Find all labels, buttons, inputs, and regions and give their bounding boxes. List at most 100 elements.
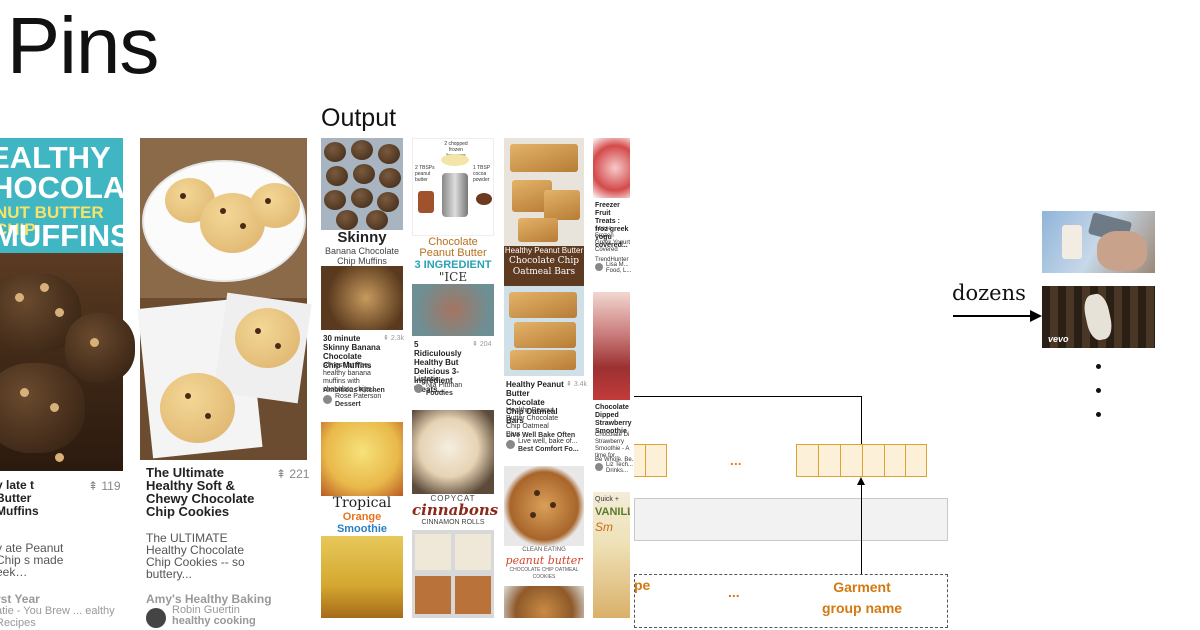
pin-image-cinnabon[interactable] (412, 410, 494, 494)
embedding-cell (862, 444, 885, 477)
user-board: healthy cooking (172, 615, 256, 627)
embedding-cell (818, 444, 841, 477)
pin-image-oatmeal-bars[interactable] (504, 138, 584, 246)
avatar[interactable] (595, 463, 603, 471)
avatar[interactable] (595, 263, 603, 271)
more-dot (1096, 412, 1101, 417)
pin-image-text: peanut butter (505, 554, 583, 567)
pin-image-text-block: Healthy Peanut Butter Chocolate Chip Oat… (504, 246, 584, 286)
embedding-cell (905, 444, 927, 477)
vevo-logo: vevo (1048, 334, 1069, 344)
pin-image-text: Chocolate Chip (509, 256, 579, 266)
avatar[interactable] (506, 440, 515, 449)
pin-title[interactable]: 5 Ridiculously Healthy But Delicious 3-I… (414, 340, 462, 394)
pin-image-oatmeal-bars-stack[interactable] (504, 286, 584, 376)
ellipsis: ... (730, 452, 742, 468)
feature-label: pe (634, 577, 651, 593)
pin-image-text: CINNAMON ROLLS (421, 519, 485, 526)
pin-image-text: Oatmeal Bars (512, 267, 576, 277)
pin-title[interactable]: Chocolate Dipped Strawberry Smoothie (595, 404, 632, 435)
pin-source[interactable]: rst Year (0, 592, 40, 606)
avatar[interactable] (146, 608, 166, 628)
pin-image-text: EALTHY (0, 140, 111, 175)
pin-source[interactable]: Live Well Bake Often (506, 432, 576, 439)
avatar[interactable] (414, 384, 423, 393)
pin-user[interactable]: Live well, bake of...Best Comfort Fo... (518, 438, 579, 453)
pin-image-text: Banana Chocolate Chip Muffins (324, 246, 400, 266)
pin-repin-count: ⇞ 2.3k (383, 335, 405, 342)
pin-image-muffins[interactable] (0, 253, 135, 471)
pin-image-text: Healthy Peanut Butter (504, 246, 584, 255)
user-name: Robin Guertin (172, 604, 240, 616)
pin-user[interactable]: Lisa M...Food, L... (606, 262, 632, 274)
video-thumbnail[interactable] (1042, 211, 1155, 273)
pin-image-text: 1 TBSP cocoa powder (473, 165, 491, 183)
pin-title[interactable]: 30 minute Skinny Banana Chocolate Chip M… (323, 334, 381, 370)
pin-title[interactable]: Freezer Fruit Treats : froz greek yogu c… (595, 202, 629, 249)
pin-description: Chocolate Di Strawberry Smoothie - A tim… (595, 432, 630, 459)
pin-image-text: NUT BUTTER CHIP (0, 203, 104, 239)
pin-image-vanilla-smoothie[interactable]: Quick + VANILL Sm (593, 492, 630, 618)
pin-image-text: 3 INGREDIENT (414, 259, 492, 271)
video-thumbnail[interactable]: vevo (1042, 286, 1155, 348)
repin-count-value: 221 (289, 467, 310, 481)
pin-image-muffin-tray[interactable] (321, 138, 403, 230)
pin-image-text: HOCOLATE (0, 170, 163, 205)
pin-image-cookies[interactable] (137, 138, 312, 460)
pin-description: These Frozen Greek Yogurt Covered Strawb… (595, 226, 631, 253)
pin-image-ice-cream-infographic[interactable]: 2 chopped frozen bananas 2 TBSPs peanut … (412, 138, 494, 236)
pin-image-text: Orange (342, 511, 382, 523)
pin-description: The ULTIMATE Healthy Chocolate Chip Cook… (146, 531, 245, 581)
pin-image-strawberry-smoothie[interactable] (593, 292, 630, 400)
pin-image-text-block: Tropical Orange Smoothie (321, 496, 403, 536)
pin-source[interactable]: TrendHunter (595, 257, 629, 263)
pin-image-smoothie[interactable] (321, 422, 403, 496)
pin-image-pb-cookie-2[interactable] (504, 586, 584, 618)
pin-title[interactable]: y late t Butter Muffins (0, 478, 39, 518)
pin-repin-count: ⇞ 221 (276, 467, 310, 481)
dozens-label: dozens (952, 281, 1026, 305)
slide-title: o Pins (0, 1, 159, 90)
pin-source[interactable]: Listotic (414, 376, 439, 383)
pin-image-muffin-closeup[interactable] (321, 266, 403, 330)
connector-line (861, 396, 862, 444)
pin-title[interactable]: Healthy Peanut Butter Chocolate Chip Oat… (506, 380, 564, 425)
pin-image-frozen-strawberry[interactable] (593, 138, 630, 198)
pin-image-cinnamon-rolls[interactable] (412, 530, 494, 618)
pin-image-text: MUFFINS (0, 218, 131, 253)
pin-title[interactable]: The Ultimate Healthy Soft & Chewy Chocol… (146, 465, 255, 519)
pin-image-text-block: Skinny Banana Chocolate Chip Muffins (321, 230, 403, 266)
feature-input-box (634, 574, 948, 628)
arrow-head-up (857, 477, 865, 485)
pin-description: Healthy Peanut Butter Chocolate Chip Oat… (506, 407, 559, 438)
pin-user[interactable]: atie - You Brew ... ealthy Recipes (0, 605, 115, 629)
pin-description: Almost fat free, healthy banana muffins … (323, 362, 378, 393)
pin-source[interactable]: Be Whole. Be... (595, 457, 637, 463)
pin-image-text: cinnabons (412, 501, 499, 519)
pin-image-text: CLEAN EATING (522, 547, 566, 553)
pin-image-text: Sm (595, 520, 613, 534)
pin-user[interactable]: Robin Guertin healthy cooking (172, 605, 256, 627)
connector-line (861, 484, 862, 574)
pin-source[interactable]: Amy's Healthy Baking (146, 592, 272, 606)
pin-image-smoothie-glass[interactable] (321, 536, 403, 618)
pin-source[interactable]: Ambitious Kitchen (323, 387, 385, 394)
pin-image-text: Quick + (595, 496, 619, 503)
avatar[interactable] (323, 395, 332, 404)
layer-bar (634, 498, 948, 541)
arrow-line (953, 315, 1033, 317)
repin-count-value: 119 (101, 479, 121, 493)
pin-image-text-block: Chocolate Peanut Butter 3 INGREDIENT "IC… (412, 236, 494, 297)
more-dot (1096, 364, 1101, 369)
pin-image-muffins-title[interactable]: EALTHY HOCOLATE NUT BUTTER CHIP MUFFINS (0, 138, 163, 253)
embedding-cell (840, 444, 863, 477)
pin-image-text-block: CLEAN EATING peanut butter CHOCOLATE CHI… (504, 546, 584, 586)
pin-image-text: 2 TBSPs peanut butter (415, 165, 435, 183)
output-label: Output (321, 104, 397, 132)
pin-image-ice-cream-bowl[interactable] (412, 284, 494, 336)
pin-description: y ate Peanut Chip s made eek… (0, 541, 64, 579)
pin-image-pb-cookie[interactable] (504, 466, 584, 546)
pin-user[interactable]: Liz Tech...Drinks... (606, 462, 633, 474)
